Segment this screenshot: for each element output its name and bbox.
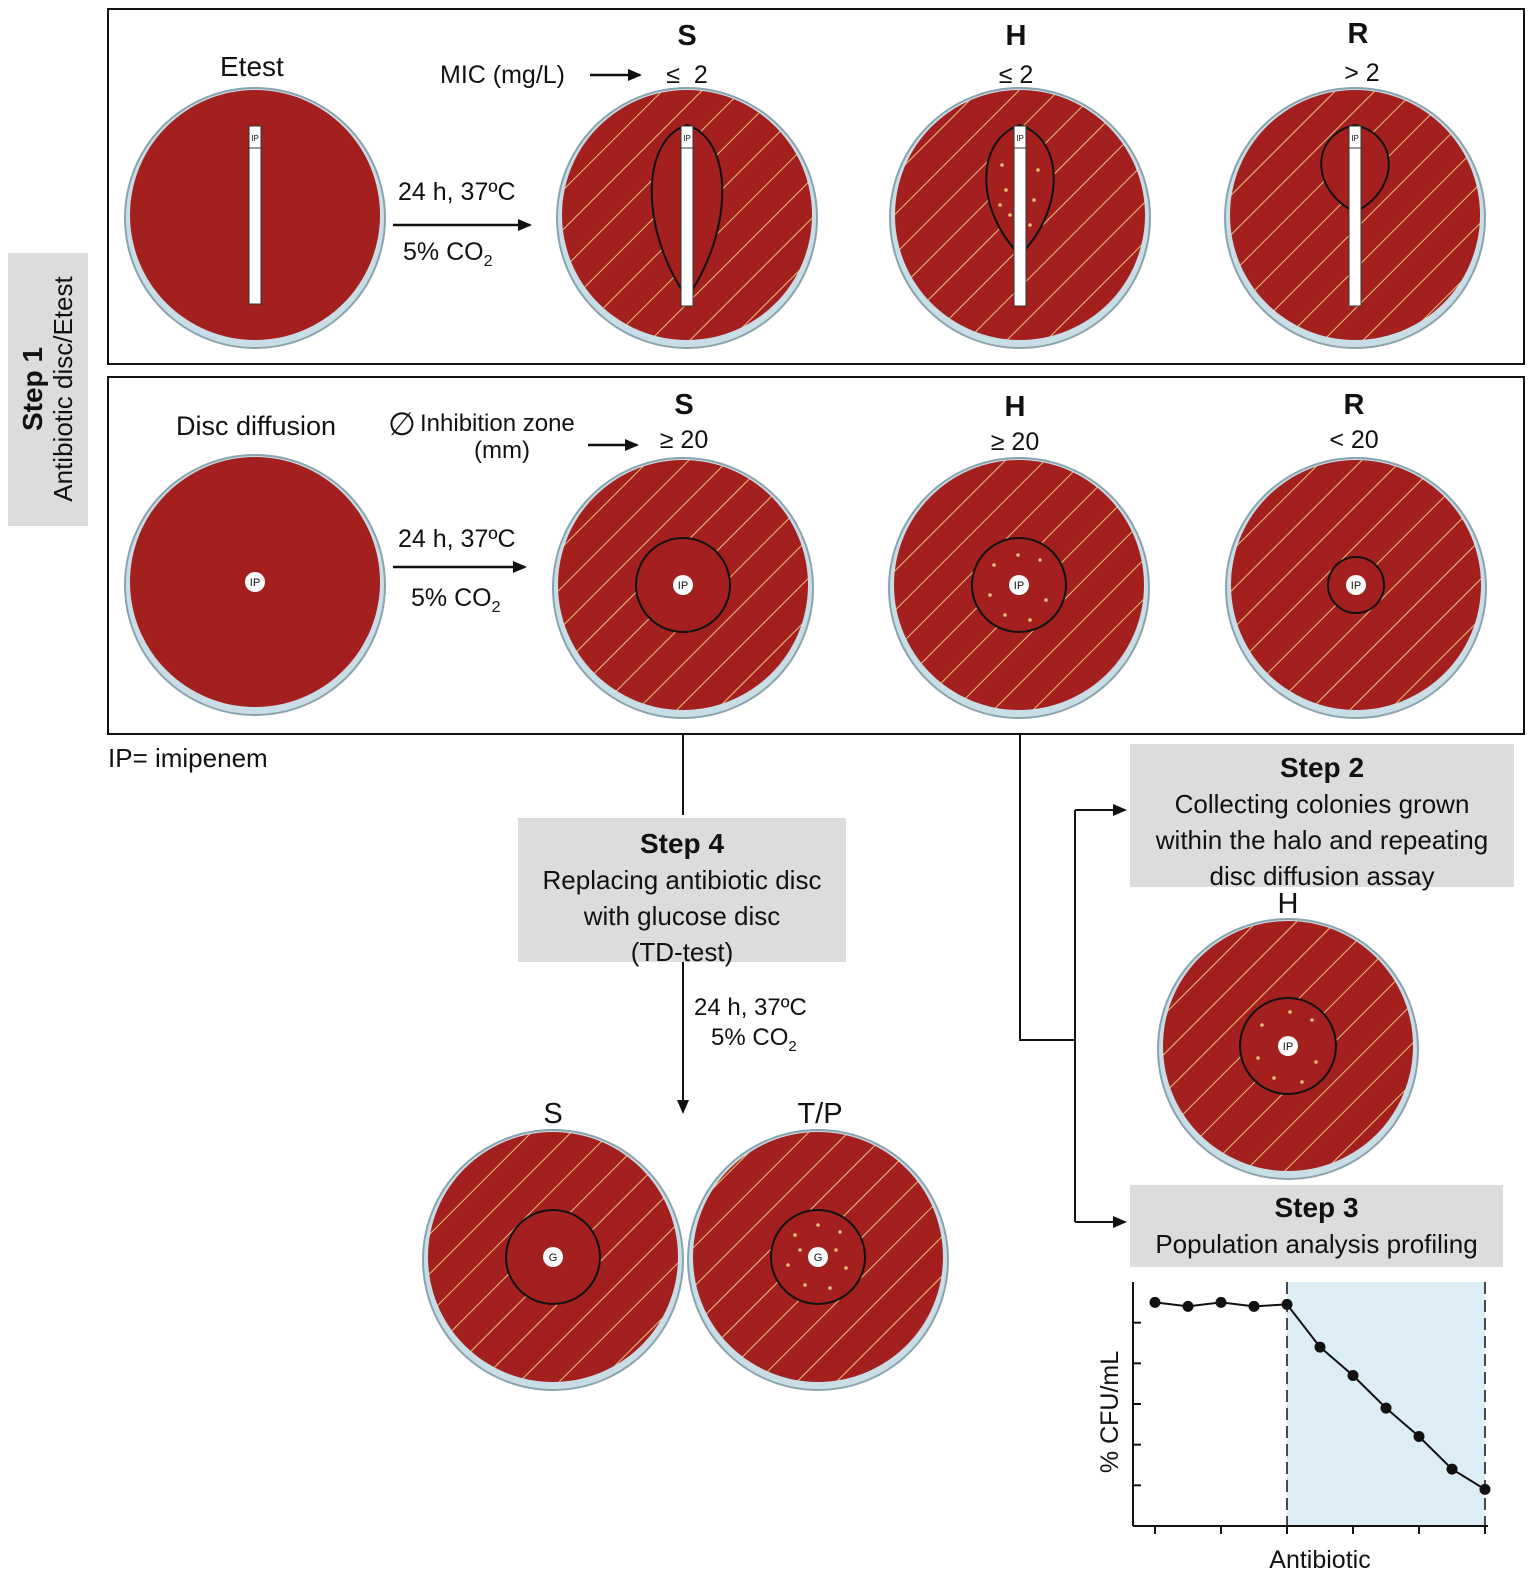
disc-panel-frame bbox=[107, 376, 1525, 735]
data-point bbox=[1446, 1463, 1458, 1475]
step4-title: Step 4 bbox=[639, 828, 725, 859]
etest-incubation-time: 24 h, 37ºC bbox=[398, 178, 516, 206]
step4-line3: (TD-test) bbox=[630, 937, 734, 967]
step4-plate-s bbox=[422, 1129, 684, 1391]
step3-title: Step 3 bbox=[1274, 1192, 1359, 1223]
disc-incubation-co2: 5% CO2 bbox=[411, 584, 501, 616]
etest-plate-start bbox=[124, 87, 386, 349]
step1-subtitle: Antibiotic disc/Etest bbox=[48, 276, 79, 502]
disc-title: Disc diffusion bbox=[176, 411, 337, 441]
step1-side-box bbox=[8, 253, 88, 526]
data-point bbox=[1248, 1300, 1260, 1312]
data-point bbox=[1182, 1300, 1194, 1312]
glucose-disc-label-tp: G bbox=[814, 1252, 823, 1264]
data-point bbox=[1479, 1483, 1491, 1495]
etest-plate-h bbox=[889, 87, 1151, 349]
connector-from-h bbox=[1019, 734, 1075, 1041]
step1-title: Step 1 bbox=[16, 346, 48, 432]
mic-label: MIC (mg/L) bbox=[440, 61, 565, 89]
disc-plate-r bbox=[1225, 457, 1487, 719]
zone-label-line2: (mm) bbox=[474, 437, 530, 464]
data-point bbox=[1347, 1370, 1359, 1382]
etest-result-r-threshold: > 2 bbox=[1344, 59, 1380, 87]
etest-incubation-co2: 5% CO2 bbox=[403, 238, 493, 270]
step2-line2: within the halo and repeating bbox=[1155, 825, 1489, 855]
etest-result-h-threshold: ≤ 2 bbox=[998, 61, 1034, 89]
step2-box bbox=[1130, 744, 1514, 887]
data-point bbox=[1215, 1296, 1227, 1308]
step4-incubation-co2: 5% CO2 bbox=[711, 1024, 797, 1055]
data-point bbox=[1380, 1402, 1392, 1414]
disc-result-r-category: R bbox=[1343, 389, 1365, 421]
step3-subtitle: Population analysis profiling bbox=[1155, 1229, 1478, 1259]
etest-strip-label-s: IP bbox=[683, 134, 691, 143]
etest-plate-r bbox=[1224, 87, 1486, 349]
data-point bbox=[1413, 1431, 1425, 1443]
step4-plate-tp bbox=[687, 1129, 949, 1391]
step4-text: Step 4 Replacing antibiotic disc with gl… bbox=[518, 826, 846, 970]
step2-text: Step 2 Collecting colonies grown within … bbox=[1130, 750, 1514, 894]
disc-result-s-category: S bbox=[674, 389, 694, 421]
etest-strip-label-r: IP bbox=[1351, 134, 1359, 143]
data-point bbox=[1281, 1298, 1293, 1310]
ip-legend: IP= imipenem bbox=[108, 743, 268, 773]
x-ticks bbox=[1154, 1526, 1486, 1534]
disc-plate-h bbox=[888, 457, 1150, 719]
disc-label-h: IP bbox=[1014, 580, 1024, 592]
y-ticks bbox=[1133, 1321, 1141, 1487]
step2-title: Step 2 bbox=[1279, 752, 1365, 783]
disc-result-r-threshold: < 20 bbox=[1329, 426, 1379, 454]
colony-dots-h bbox=[998, 163, 1040, 227]
etest-result-s-category: S bbox=[677, 20, 697, 52]
step2-line1: Collecting colonies grown bbox=[1174, 789, 1470, 819]
etest-plate-s bbox=[556, 87, 818, 349]
disc-incubation-time: 24 h, 37ºC bbox=[398, 525, 516, 553]
step2-plate-label: H bbox=[1277, 888, 1299, 920]
disc-plate-start bbox=[124, 454, 386, 716]
y-axis-label: % CFU/mL bbox=[1096, 1351, 1124, 1473]
step4-incubation-time: 24 h, 37ºC bbox=[694, 994, 807, 1021]
etest-title: Etest bbox=[220, 51, 284, 82]
step3-box bbox=[1130, 1185, 1503, 1267]
etest-panel-frame bbox=[107, 8, 1525, 365]
etest-strip-label-start: IP bbox=[251, 134, 259, 143]
pap-chart: % CFU/mL Antibiotic bbox=[1096, 1282, 1491, 1574]
step4-plate-tp-label: T/P bbox=[797, 1098, 843, 1130]
etest-result-r-category: R bbox=[1347, 18, 1369, 50]
disc-label-r: IP bbox=[1351, 580, 1361, 592]
step3-text: Step 3 Population analysis profiling bbox=[1130, 1190, 1503, 1262]
x-axis-label: Antibiotic bbox=[1269, 1546, 1370, 1574]
etest-strip-label-h: IP bbox=[1016, 134, 1024, 143]
disc-label-start: IP bbox=[250, 577, 260, 589]
disc-label-s: IP bbox=[678, 580, 688, 592]
glucose-disc-label-s: G bbox=[549, 1252, 558, 1264]
step2-plate-h bbox=[1157, 918, 1419, 1180]
disc-label-step2: IP bbox=[1283, 1041, 1293, 1053]
etest-result-h-category: H bbox=[1005, 20, 1027, 52]
colony-dots-disc-h bbox=[988, 553, 1048, 622]
data-point bbox=[1314, 1341, 1326, 1353]
disc-result-h-category: H bbox=[1004, 391, 1026, 423]
data-point bbox=[1149, 1296, 1161, 1308]
step4-plate-s-label: S bbox=[543, 1098, 563, 1130]
disc-result-h-threshold: ≥ 20 bbox=[990, 428, 1040, 456]
zone-label-line1: Inhibition zone bbox=[420, 410, 575, 437]
step4-line2: with glucose disc bbox=[583, 901, 781, 931]
colony-dots-tp bbox=[786, 1223, 848, 1290]
series-points bbox=[1149, 1296, 1491, 1495]
step2-line3: disc diffusion assay bbox=[1209, 861, 1435, 891]
step4-box bbox=[518, 818, 846, 962]
etest-result-s-threshold: ≤ 2 bbox=[666, 61, 708, 89]
etest-strip bbox=[248, 125, 262, 305]
disc-result-s-threshold: ≥ 20 bbox=[659, 426, 709, 454]
disc-plate-s bbox=[552, 457, 814, 719]
zone-symbol: ∅ bbox=[388, 406, 416, 442]
step4-line1: Replacing antibiotic disc bbox=[542, 865, 822, 895]
colony-dots-step2 bbox=[1256, 1010, 1318, 1084]
